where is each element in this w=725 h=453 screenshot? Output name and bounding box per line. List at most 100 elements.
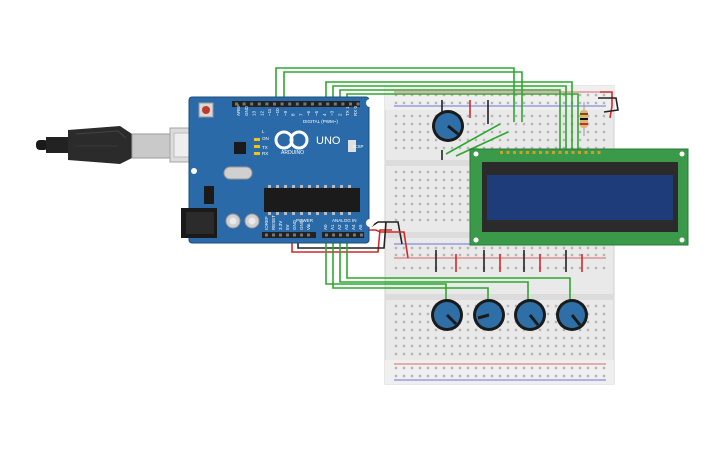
breadboard-hole[interactable]	[498, 366, 502, 370]
breadboard-hole[interactable]	[578, 253, 582, 257]
breadboard-hole[interactable]	[410, 210, 414, 214]
breadboard-hole[interactable]	[498, 328, 502, 332]
lcd-pin[interactable]	[552, 151, 555, 154]
breadboard-hole[interactable]	[466, 374, 470, 378]
breadboard-hole[interactable]	[554, 328, 558, 332]
breadboard-hole[interactable]	[450, 336, 454, 340]
breadboard-hole[interactable]	[514, 138, 518, 142]
breadboard-hole[interactable]	[514, 246, 518, 250]
breadboard-hole[interactable]	[554, 101, 558, 105]
breadboard-hole[interactable]	[554, 352, 558, 356]
breadboard-hole[interactable]	[394, 146, 398, 150]
breadboard-hole[interactable]	[466, 344, 470, 348]
breadboard-hole[interactable]	[498, 246, 502, 250]
breadboard-hole[interactable]	[522, 374, 526, 378]
breadboard-hole[interactable]	[426, 146, 430, 150]
breadboard-hole[interactable]	[586, 253, 590, 257]
breadboard-hole[interactable]	[482, 114, 486, 118]
breadboard-hole[interactable]	[466, 210, 470, 214]
header-pin[interactable]	[257, 102, 261, 106]
breadboard-hole[interactable]	[466, 194, 470, 198]
lcd-pin[interactable]	[500, 151, 503, 154]
breadboard-hole[interactable]	[514, 352, 518, 356]
breadboard-hole[interactable]	[418, 304, 422, 308]
breadboard-hole[interactable]	[450, 218, 454, 222]
breadboard-hole[interactable]	[402, 312, 406, 316]
breadboard-hole[interactable]	[426, 194, 430, 198]
breadboard-hole[interactable]	[530, 366, 534, 370]
breadboard-hole[interactable]	[522, 101, 526, 105]
breadboard-hole[interactable]	[546, 122, 550, 126]
breadboard-hole[interactable]	[418, 344, 422, 348]
breadboard-hole[interactable]	[514, 344, 518, 348]
breadboard-hole[interactable]	[410, 138, 414, 142]
breadboard-hole[interactable]	[586, 138, 590, 142]
breadboard-hole[interactable]	[522, 344, 526, 348]
breadboard-hole[interactable]	[394, 253, 398, 257]
breadboard-hole[interactable]	[498, 336, 502, 340]
breadboard-hole[interactable]	[426, 170, 430, 174]
breadboard-hole[interactable]	[498, 101, 502, 105]
breadboard-hole[interactable]	[546, 114, 550, 118]
breadboard-hole[interactable]	[418, 122, 422, 126]
breadboard-hole[interactable]	[602, 114, 606, 118]
breadboard-hole[interactable]	[418, 253, 422, 257]
breadboard-hole[interactable]	[554, 320, 558, 324]
breadboard-hole[interactable]	[418, 328, 422, 332]
breadboard-hole[interactable]	[474, 266, 478, 270]
breadboard-hole[interactable]	[402, 246, 406, 250]
breadboard-hole[interactable]	[586, 101, 590, 105]
breadboard-hole[interactable]	[474, 328, 478, 332]
breadboard-hole[interactable]	[546, 320, 550, 324]
breadboard-hole[interactable]	[546, 130, 550, 134]
breadboard-hole[interactable]	[394, 304, 398, 308]
breadboard-hole[interactable]	[594, 366, 598, 370]
breadboard-hole[interactable]	[570, 366, 574, 370]
breadboard-hole[interactable]	[450, 266, 454, 270]
breadboard-hole[interactable]	[394, 202, 398, 206]
header-pin[interactable]	[307, 233, 310, 237]
breadboard-hole[interactable]	[546, 374, 550, 378]
breadboard-hole[interactable]	[482, 246, 486, 250]
breadboard-hole[interactable]	[426, 304, 430, 308]
breadboard-hole[interactable]	[586, 366, 590, 370]
breadboard-hole[interactable]	[546, 138, 550, 142]
breadboard-hole[interactable]	[514, 328, 518, 332]
breadboard-hole[interactable]	[530, 122, 534, 126]
analog-potentiometer-2[interactable]	[473, 299, 505, 331]
breadboard-hole[interactable]	[554, 122, 558, 126]
breadboard-hole[interactable]	[394, 366, 398, 370]
breadboard-hole[interactable]	[458, 266, 462, 270]
breadboard-hole[interactable]	[506, 122, 510, 126]
breadboard-hole[interactable]	[466, 122, 470, 126]
breadboard-hole[interactable]	[498, 374, 502, 378]
breadboard-hole[interactable]	[418, 93, 422, 97]
breadboard-hole[interactable]	[554, 336, 558, 340]
breadboard-hole[interactable]	[530, 246, 534, 250]
breadboard-hole[interactable]	[538, 138, 542, 142]
breadboard-hole[interactable]	[490, 344, 494, 348]
header-pin[interactable]	[326, 102, 330, 106]
breadboard-hole[interactable]	[538, 344, 542, 348]
breadboard-hole[interactable]	[546, 266, 550, 270]
breadboard-hole[interactable]	[458, 366, 462, 370]
breadboard-hole[interactable]	[418, 194, 422, 198]
breadboard-hole[interactable]	[522, 336, 526, 340]
breadboard-hole[interactable]	[434, 202, 438, 206]
breadboard-hole[interactable]	[498, 352, 502, 356]
header-pin[interactable]	[295, 102, 299, 106]
breadboard-hole[interactable]	[594, 352, 598, 356]
breadboard-hole[interactable]	[538, 93, 542, 97]
header-pin[interactable]	[279, 233, 282, 237]
breadboard-hole[interactable]	[394, 246, 398, 250]
lcd-pin[interactable]	[519, 151, 523, 154]
breadboard-hole[interactable]	[578, 336, 582, 340]
breadboard-hole[interactable]	[578, 138, 582, 142]
breadboard-hole[interactable]	[482, 352, 486, 356]
breadboard-hole[interactable]	[522, 122, 526, 126]
header-pin[interactable]	[288, 102, 292, 106]
breadboard-hole[interactable]	[434, 328, 438, 332]
breadboard-hole[interactable]	[530, 266, 534, 270]
breadboard-hole[interactable]	[594, 253, 598, 257]
breadboard-hole[interactable]	[394, 138, 398, 142]
